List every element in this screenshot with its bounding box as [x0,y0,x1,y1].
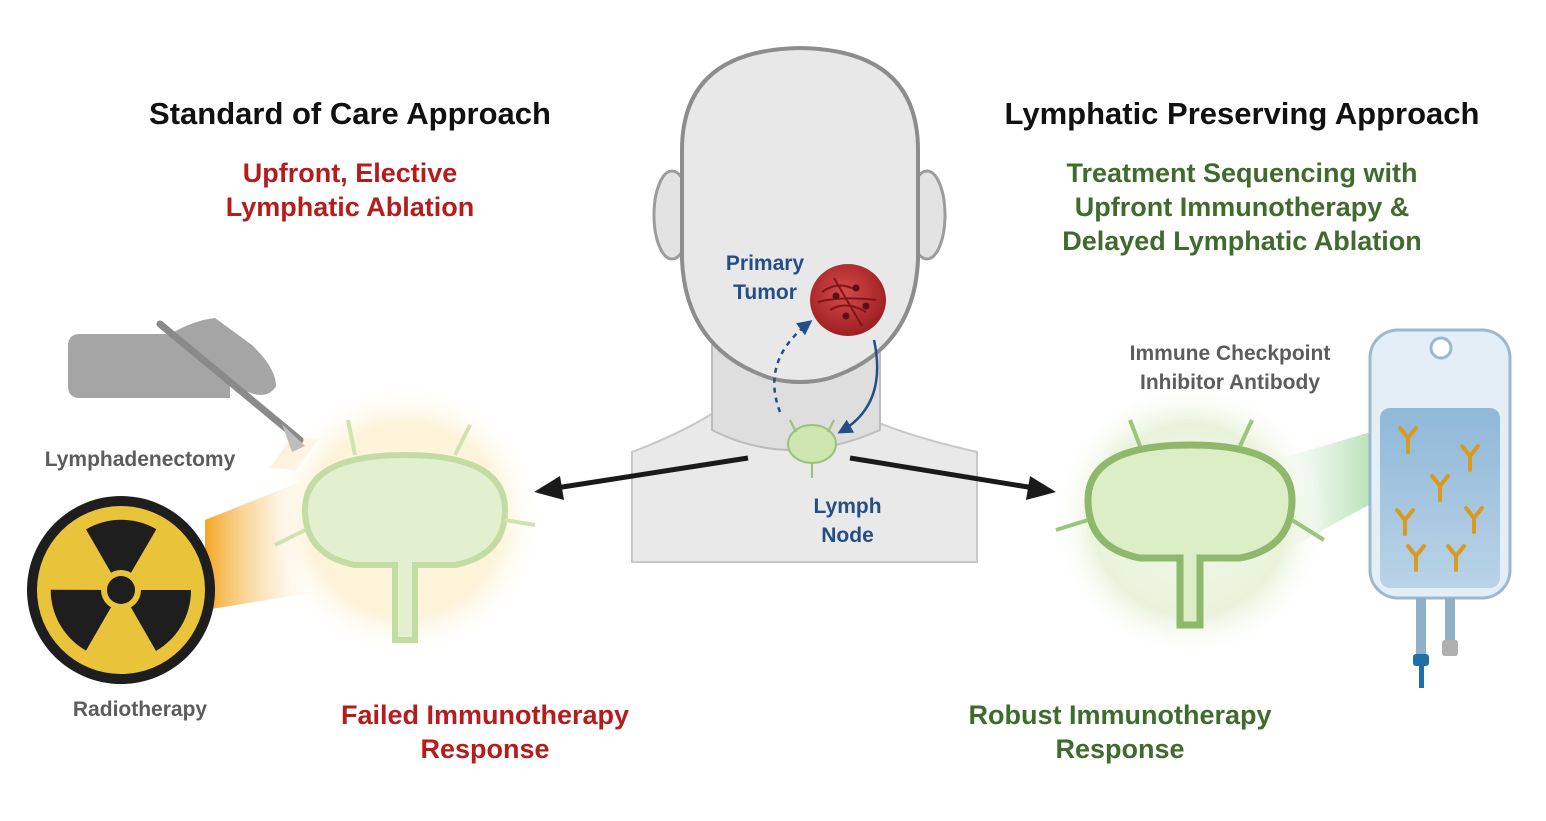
left-lymph-node [267,382,543,658]
right-lymph-node [1052,382,1328,658]
left-outcome-line1: Failed Immunotherapy [340,700,630,730]
radiotherapy-label: Radiotherapy [72,698,208,721]
tumor-label-line2: Tumor [733,281,797,304]
left-subtitle-line2: Lymphatic Ablation [225,192,475,222]
iv-bag-icon [1368,328,1512,688]
right-outcome-line2: Response [1055,734,1185,764]
left-arrow [534,455,749,500]
lymphadenectomy-label: Lymphadenectomy [44,448,236,471]
right-arrow [849,455,1056,500]
dashed-drainage-arrow [773,320,813,413]
left-subtitle-line1: Upfront, Elective [242,158,458,188]
primary-tumor [810,264,886,336]
right-outcome-line1: Robust Immunotherapy [968,700,1272,730]
node-label-line1: Lymph [813,495,882,518]
right-subtitle-line3: Delayed Lymphatic Ablation [1062,226,1422,256]
node-label-line2: Node [821,524,874,547]
scalpel-hand-icon [68,318,305,452]
right-heading: Lymphatic Preserving Approach [1004,96,1480,131]
antibodies [1395,426,1484,572]
drug-label-line1: Immune Checkpoint [1129,342,1331,365]
right-subtitle-line2: Upfront Immunotherapy & [1074,192,1410,222]
right-subtitle-line1: Treatment Sequencing with [1066,158,1418,188]
tumor-label-line1: Primary [725,252,805,275]
solid-drainage-arrow [837,339,879,434]
center-lymph-node [787,419,837,478]
left-outcome-line2: Response [420,734,550,764]
face [680,45,920,384]
left-heading: Standard of Care Approach [149,96,551,131]
drug-label-line2: Inhibitor Antibody [1139,371,1321,394]
radiation-icon [27,496,215,684]
